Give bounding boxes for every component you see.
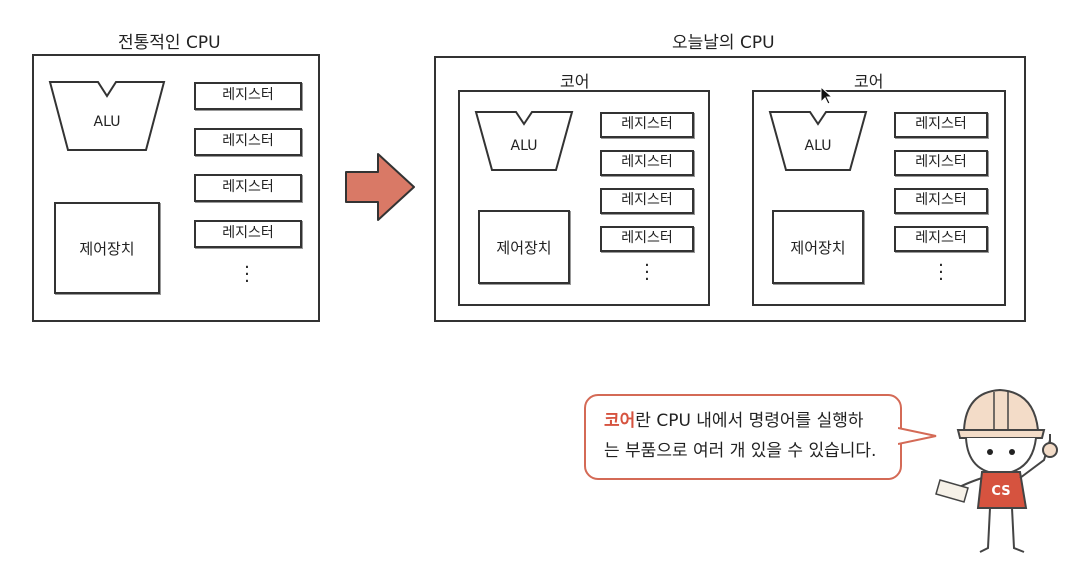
caption-text: 란 CPU 내에서 명령어를 실행하: [635, 411, 864, 431]
core-box: ALU 제어장치 레지스터 레지스터 레지스터 레지스터 ···: [752, 90, 1006, 306]
core-label: 코어: [560, 72, 590, 91]
speech-bubble: 코어란 CPU 내에서 명령어를 실행하 는 부품으로 여러 개 있을 수 있습…: [584, 394, 902, 480]
speech-bubble-tail: [898, 427, 937, 445]
register: 레지스터: [894, 188, 988, 214]
register: 레지스터: [194, 174, 302, 202]
alu-shape: [48, 81, 166, 151]
alu-label: ALU: [93, 114, 121, 130]
control-unit: 제어장치: [478, 210, 570, 284]
traditional-cpu-box: ALU 제어장치 레지스터 레지스터 레지스터 레지스터 ···: [32, 54, 320, 322]
ellipsis-vertical: ···: [644, 255, 650, 290]
register: 레지스터: [894, 226, 988, 252]
alu-shape: [768, 111, 868, 171]
ellipsis-vertical: ···: [938, 255, 944, 290]
register: 레지스터: [894, 112, 988, 138]
caption-line-1: 코어란 CPU 내에서 명령어를 실행하: [604, 406, 886, 436]
core-box: ALU 제어장치 레지스터 레지스터 레지스터 레지스터 ···: [458, 90, 710, 306]
alu-label: ALU: [804, 138, 832, 154]
alu-label: ALU: [510, 138, 538, 154]
register: 레지스터: [600, 188, 694, 214]
mascot-character: CS: [935, 388, 1058, 553]
control-unit: 제어장치: [54, 202, 160, 294]
mouse-cursor-icon: [820, 86, 834, 105]
caption-line-2: 는 부품으로 여러 개 있을 수 있습니다.: [604, 441, 877, 461]
mascot-badge: CS: [991, 484, 1010, 499]
ellipsis-vertical: ···: [244, 257, 250, 292]
alu-shape: [474, 111, 574, 171]
caption-highlight: 코어: [604, 411, 636, 431]
register: 레지스터: [600, 226, 694, 252]
right-arrow-icon: [345, 153, 415, 221]
register: 레지스터: [894, 150, 988, 176]
modern-cpu-box: 코어 ALU 제어장치 레지스터 레지스터 레지스터 레지스터 ··· 코어 A…: [434, 56, 1026, 322]
control-unit: 제어장치: [772, 210, 864, 284]
register: 레지스터: [194, 220, 302, 248]
register: 레지스터: [600, 150, 694, 176]
register: 레지스터: [194, 128, 302, 156]
modern-cpu-title: 오늘날의 CPU: [672, 33, 775, 53]
core-label: 코어: [854, 72, 884, 91]
traditional-cpu-title: 전통적인 CPU: [118, 33, 221, 53]
register: 레지스터: [194, 82, 302, 110]
register: 레지스터: [600, 112, 694, 138]
